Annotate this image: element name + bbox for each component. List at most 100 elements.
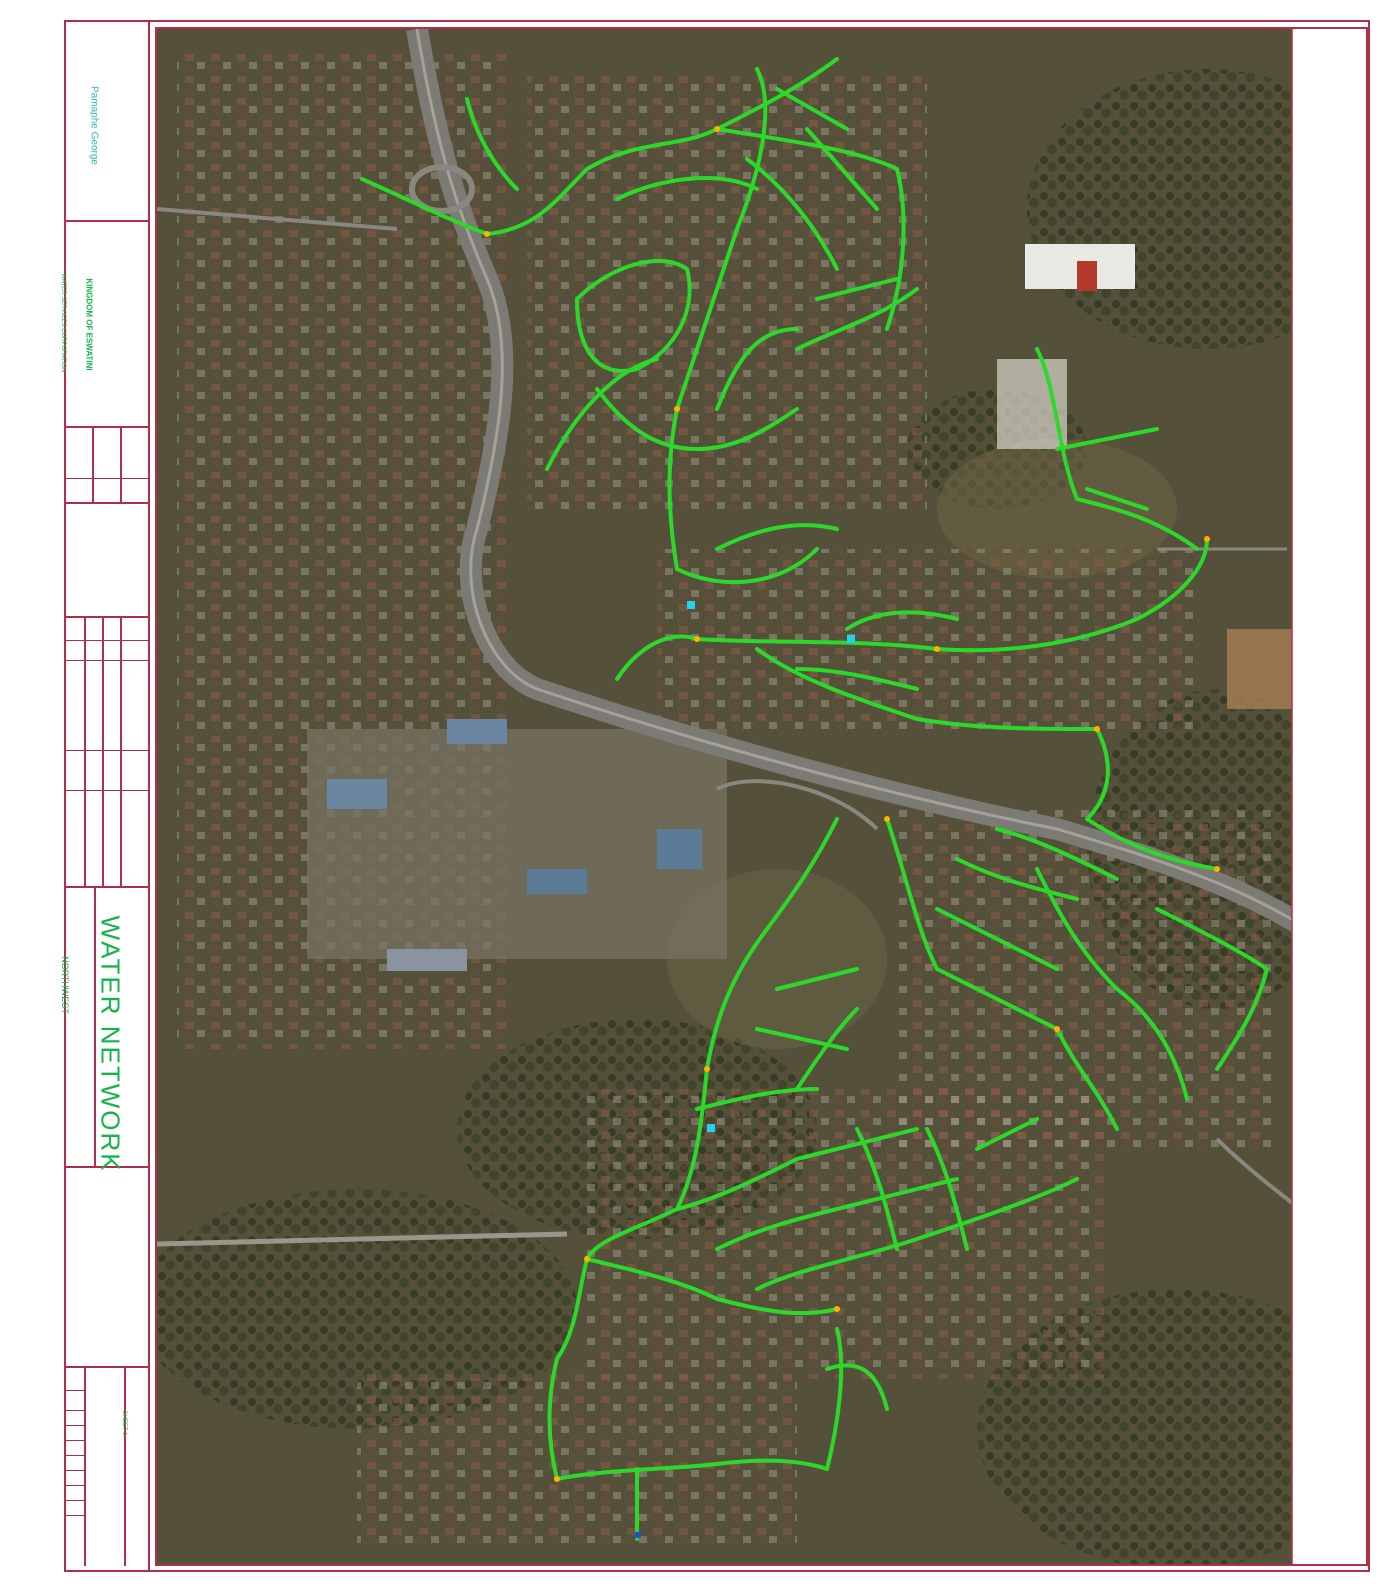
water-main[interactable] (975, 1117, 1039, 1151)
water-main[interactable] (1155, 907, 1269, 1071)
aerial-map-viewport[interactable] (155, 27, 1368, 1566)
water-main[interactable] (465, 97, 519, 191)
built-up-area (587, 1089, 1107, 1379)
revision-table-gridline (120, 616, 122, 886)
titleblock-divider (64, 220, 148, 222)
commercial-building (327, 779, 387, 809)
organisation-title: KINGDOM OF ESWATINI (84, 278, 94, 371)
water-main[interactable] (755, 647, 1099, 731)
water-main[interactable] (995, 827, 1119, 881)
revision-table-gridline (64, 750, 148, 751)
client-name: Pamaphe George (88, 86, 100, 165)
water-main[interactable] (935, 907, 1059, 971)
water-main[interactable] (585, 1257, 839, 1316)
water-main[interactable] (805, 127, 879, 211)
water-main[interactable] (1115, 987, 1189, 1101)
valve-marker (1204, 536, 1210, 542)
water-main[interactable] (555, 1458, 829, 1481)
water-main[interactable] (825, 1363, 889, 1411)
valve-marker (554, 1476, 560, 1482)
sheet-ladder-line (84, 1366, 86, 1566)
water-main[interactable] (695, 1087, 819, 1111)
highway-centreline (415, 29, 1366, 990)
water-main[interactable] (755, 1027, 849, 1051)
water-main[interactable] (575, 259, 692, 373)
commercial-building (447, 719, 507, 744)
sheet-ladder-rung (64, 1410, 84, 1411)
water-main[interactable] (615, 176, 759, 201)
water-main[interactable] (795, 667, 919, 691)
network-node (847, 635, 855, 643)
map-right-margin (1292, 29, 1366, 1564)
water-main[interactable] (925, 1127, 969, 1251)
water-main[interactable] (667, 407, 679, 571)
secondary-road (157, 1231, 568, 1247)
water-main[interactable] (855, 1127, 899, 1251)
water-main[interactable] (1035, 867, 1119, 991)
info-table-gridline (92, 426, 94, 502)
water-main[interactable] (1085, 487, 1149, 511)
valve-marker (834, 1306, 840, 1312)
titleblock-divider (64, 502, 148, 504)
sheet-ladder-rung (64, 1455, 84, 1456)
water-main[interactable] (845, 610, 959, 631)
water-main[interactable] (745, 157, 839, 271)
water-main[interactable] (715, 523, 839, 551)
organisation-subtitle: WATER SERVICES CORPORATION (60, 273, 66, 373)
water-main[interactable] (715, 127, 906, 331)
water-main[interactable] (675, 67, 768, 411)
commercial-building (527, 869, 587, 894)
titleblock-divider (64, 426, 148, 428)
valve-marker (1214, 866, 1220, 872)
sheet-ladder-line (124, 1366, 126, 1566)
info-table-gridline (64, 478, 148, 479)
valve-marker (1054, 1026, 1060, 1032)
water-main[interactable] (815, 277, 899, 301)
commercial-building (657, 829, 702, 869)
sheet-ladder-rung (64, 1515, 84, 1516)
water-main[interactable] (547, 817, 839, 1481)
water-main[interactable] (360, 57, 839, 236)
valve-marker (714, 126, 720, 132)
water-network-map[interactable] (157, 29, 1366, 1564)
network-node (687, 601, 695, 609)
water-main[interactable] (1085, 727, 1219, 871)
water-main[interactable] (675, 547, 819, 585)
valve-markers-layer (484, 126, 1220, 1482)
info-table-gridline (120, 426, 122, 502)
water-main[interactable] (715, 327, 799, 411)
water-main[interactable] (955, 857, 1079, 901)
sheet-ladder-rung (64, 1425, 84, 1426)
revision-table-gridline (84, 616, 86, 886)
titleblock-divider (64, 1166, 148, 1168)
water-main[interactable] (715, 1177, 959, 1251)
sheet-ladder-rung (64, 1470, 84, 1471)
water-main[interactable] (755, 1177, 1079, 1291)
titleblock-divider (64, 616, 148, 618)
commercial-building (387, 949, 467, 971)
valve-marker (884, 816, 890, 822)
water-main[interactable] (1055, 427, 1159, 451)
titleblock-divider (64, 886, 148, 888)
water-main[interactable] (775, 967, 859, 991)
valve-marker (674, 406, 680, 412)
valve-marker (584, 1256, 590, 1262)
network-nodes-layer (635, 601, 855, 1538)
water-main[interactable] (1035, 347, 1199, 551)
water-main[interactable] (595, 387, 799, 451)
area-name: NORTHWEST (60, 956, 70, 1014)
revision-table-gridline (64, 660, 148, 661)
secondary-road (157, 207, 398, 231)
road-interchange (409, 164, 475, 214)
water-main[interactable] (825, 1327, 844, 1471)
water-main[interactable] (775, 87, 849, 131)
water-mains-layer[interactable] (360, 57, 1269, 1541)
revision-table-gridline (102, 616, 104, 886)
water-main[interactable] (675, 1127, 919, 1211)
water-main[interactable] (795, 287, 919, 351)
water-main[interactable] (1055, 1027, 1119, 1131)
drawing-title: WATER NETWORK (95, 915, 126, 1173)
water-main[interactable] (545, 357, 659, 471)
institutional-building (1077, 261, 1097, 291)
water-main[interactable] (885, 817, 1059, 1031)
